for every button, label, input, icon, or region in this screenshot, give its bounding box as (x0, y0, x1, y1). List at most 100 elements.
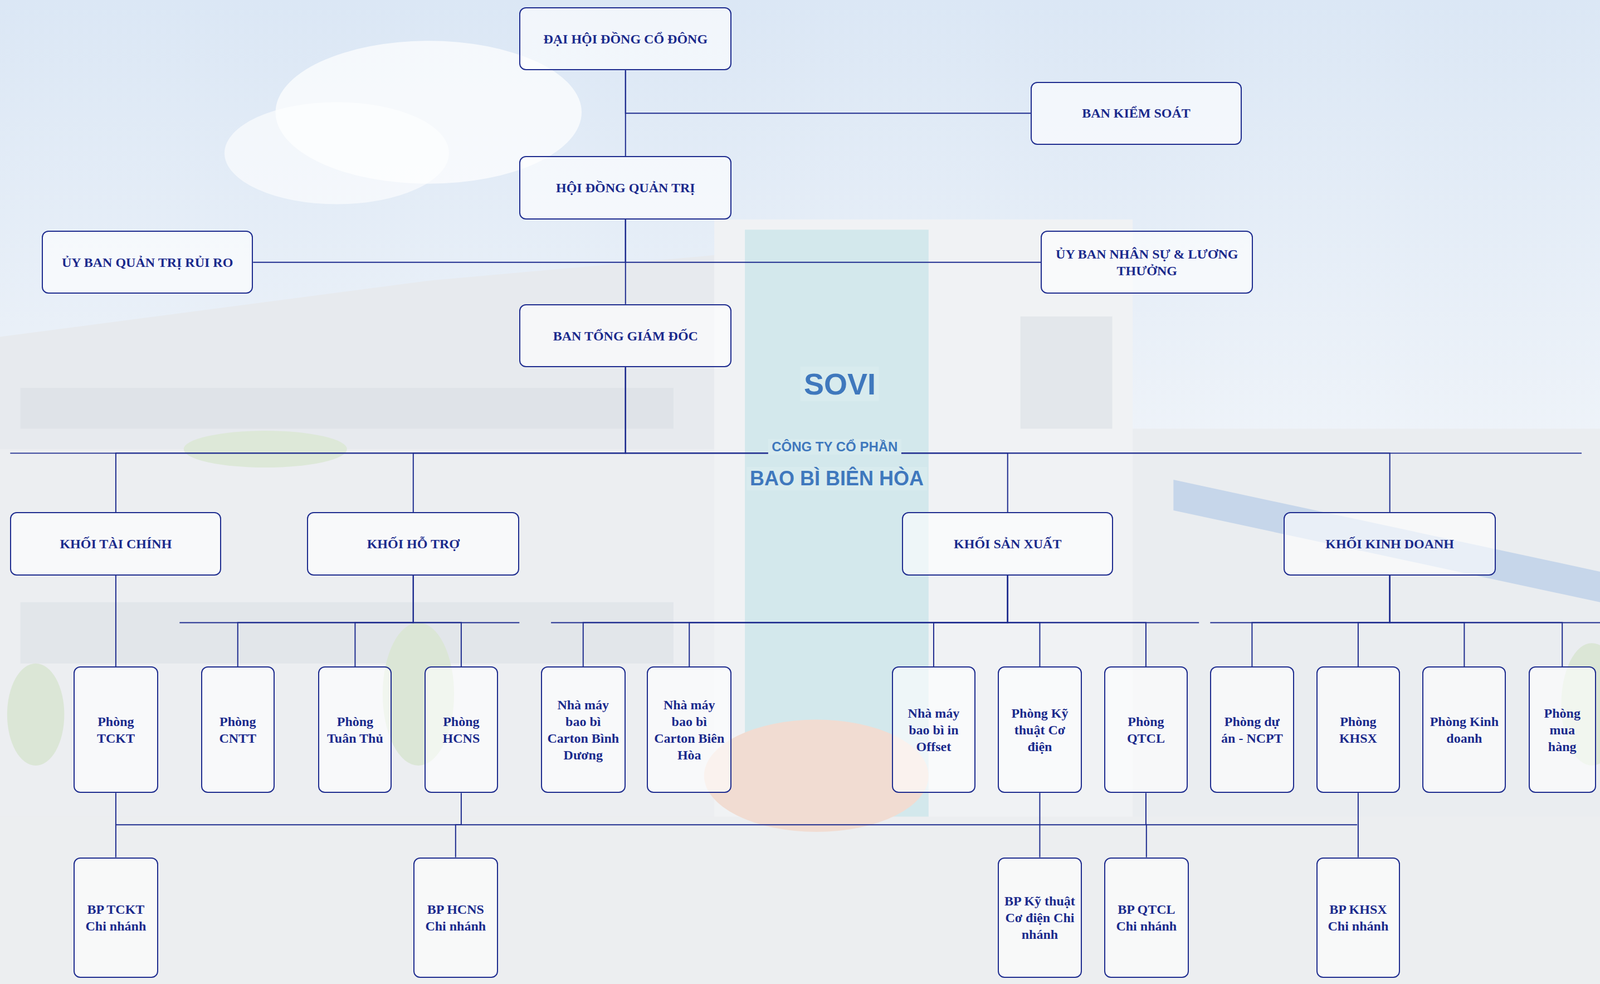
org-connector (115, 367, 626, 512)
box-label: BP Kỹ thuật Cơ điện Chi nhánh (1003, 892, 1076, 943)
branch-box: BP QTCL Chi nhánh (1104, 857, 1189, 978)
org-connector (252, 219, 626, 263)
box-label: HỘI ĐỒNG QUẢN TRỊ (524, 179, 726, 197)
box-label: Nhà máy bao bì Carton Biên Hòa (652, 696, 726, 764)
department-box: Phòng dự án - NCPT (1210, 666, 1294, 793)
org-connector (625, 367, 1390, 512)
left-building (0, 449, 715, 827)
box-label: Phòng QTCL (1109, 713, 1183, 747)
org-connector (237, 575, 414, 667)
blue-roof (1173, 479, 1600, 603)
department-box: Phòng TCKT (73, 666, 159, 793)
department-box: Nhà máy bao bì in Offset (891, 666, 976, 793)
box-label: Phòng Kỹ thuật Cơ điện (1003, 704, 1076, 755)
org-connector (625, 219, 627, 305)
box-label: BAN KIỂM SOÁT (1036, 104, 1237, 122)
department-box: Phòng Kỹ thuật Cơ điện (997, 666, 1082, 793)
org-connector (1007, 575, 1146, 667)
box-label: Phòng Kinh doanh (1427, 713, 1501, 747)
cloud (224, 101, 450, 204)
division-box: KHỐI KINH DOANH (1283, 511, 1496, 576)
org-connector (1038, 792, 1041, 857)
org-connector (933, 575, 1008, 667)
box-label: Phòng TCKT (79, 713, 153, 747)
org-connector (413, 367, 626, 512)
department-box: Nhà máy bao bì Carton Bình Dương (540, 666, 626, 793)
committee-box: ỦY BAN NHÂN SỰ & LƯƠNG THƯỞNG (1040, 230, 1253, 295)
org-connector (1007, 575, 1041, 667)
tree (7, 663, 65, 766)
org-connector (115, 575, 117, 667)
box-label: Phòng Tuân Thủ (323, 713, 387, 747)
bus-lines (10, 452, 1600, 825)
branch-box: BP TCKT Chi nhánh (73, 857, 159, 978)
executive-box: BAN TỔNG GIÁM ĐỐC (519, 304, 732, 368)
org-connector (1251, 575, 1390, 667)
box-label: Nhà máy bao bì in Offset (897, 704, 970, 755)
box-label: KHỐI TÀI CHÍNH (15, 535, 216, 553)
box-label: ỦY BAN NHÂN SỰ & LƯƠNG THƯỞNG (1046, 245, 1248, 280)
ground (0, 816, 1600, 984)
org-connector (455, 792, 462, 857)
box-label: BP HCNS Chi nhánh (418, 900, 493, 935)
box-label: ĐẠI HỘI ĐỒNG CỔ ĐÔNG (524, 30, 726, 48)
box-label: BAN TỔNG GIÁM ĐỐC (524, 327, 726, 345)
department-box: Phòng Kinh doanh (1422, 666, 1506, 793)
department-box: Phòng QTCL (1104, 666, 1188, 793)
department-box: Phòng CNTT (201, 666, 275, 793)
org-connector (413, 575, 462, 667)
org-connector (1145, 792, 1148, 857)
branch-box: BP Kỹ thuật Cơ điện Chi nhánh (997, 857, 1082, 978)
right-building (1132, 428, 1600, 827)
org-connector (625, 70, 627, 156)
windows (20, 602, 674, 664)
windows (20, 387, 674, 429)
org-connector (354, 575, 413, 667)
committee-box: ỦY BAN QUẢN TRỊ RỦI RO (41, 230, 253, 295)
branch-box: BP HCNS Chi nhánh (413, 857, 499, 978)
watermark-text: BAO BÌ BIÊN HÒA (746, 466, 928, 491)
hedge (183, 430, 348, 468)
branch-box: BP KHSX Chi nhánh (1316, 857, 1400, 978)
department-box: Phòng HCNS (424, 666, 499, 793)
box-label: Phòng HCNS (430, 713, 493, 747)
org-connector (1389, 575, 1465, 667)
org-connector (115, 792, 117, 857)
box-label: Phòng dự án - NCPT (1215, 713, 1289, 747)
box-label: ỦY BAN QUẢN TRỊ RỦI RO (47, 254, 248, 271)
box-label: Phòng KHSX (1322, 713, 1395, 747)
assembly-box: ĐẠI HỘI ĐỒNG CỔ ĐÔNG (519, 7, 732, 71)
department-box: Phòng KHSX (1316, 666, 1400, 793)
box-label: BP QTCL Chi nhánh (1109, 900, 1184, 935)
org-connector (689, 575, 1008, 667)
department-box: Nhà máy bao bì Carton Biên Hòa (646, 666, 732, 793)
box-label: Phòng mua hàng (1534, 704, 1591, 755)
division-box: KHỐI TÀI CHÍNH (10, 511, 222, 576)
supervisory-box: BAN KIỂM SOÁT (1030, 81, 1242, 146)
box-label: KHỐI HỖ TRỢ (312, 535, 514, 553)
org-connector (583, 575, 1008, 667)
box-label: Phòng CNTT (206, 713, 270, 747)
box-label: BP KHSX Chi nhánh (1322, 900, 1395, 935)
board-box: HỘI ĐỒNG QUẢN TRỊ (519, 155, 732, 220)
box-label: KHỐI KINH DOANH (1289, 535, 1491, 553)
department-box: Phòng Tuân Thủ (318, 666, 392, 793)
box-label: BP TCKT Chi nhánh (79, 900, 153, 935)
box-label: KHỐI SẢN XUẤT (907, 535, 1108, 553)
watermark-text: SOVI (800, 366, 880, 402)
org-connector (1358, 575, 1390, 667)
bus-line (115, 823, 1358, 826)
watermark-text: CÔNG TY CỔ PHẦN (768, 438, 901, 455)
division-box: KHỐI SẢN XUẤT (901, 511, 1114, 576)
org-connector (625, 70, 1031, 114)
division-box: KHỐI HỖ TRỢ (306, 511, 520, 576)
org-connector (1357, 792, 1359, 857)
windows (1020, 316, 1113, 429)
org-connector (1389, 575, 1563, 667)
department-box: Phòng mua hàng (1528, 666, 1597, 793)
org-connector (625, 219, 1041, 263)
